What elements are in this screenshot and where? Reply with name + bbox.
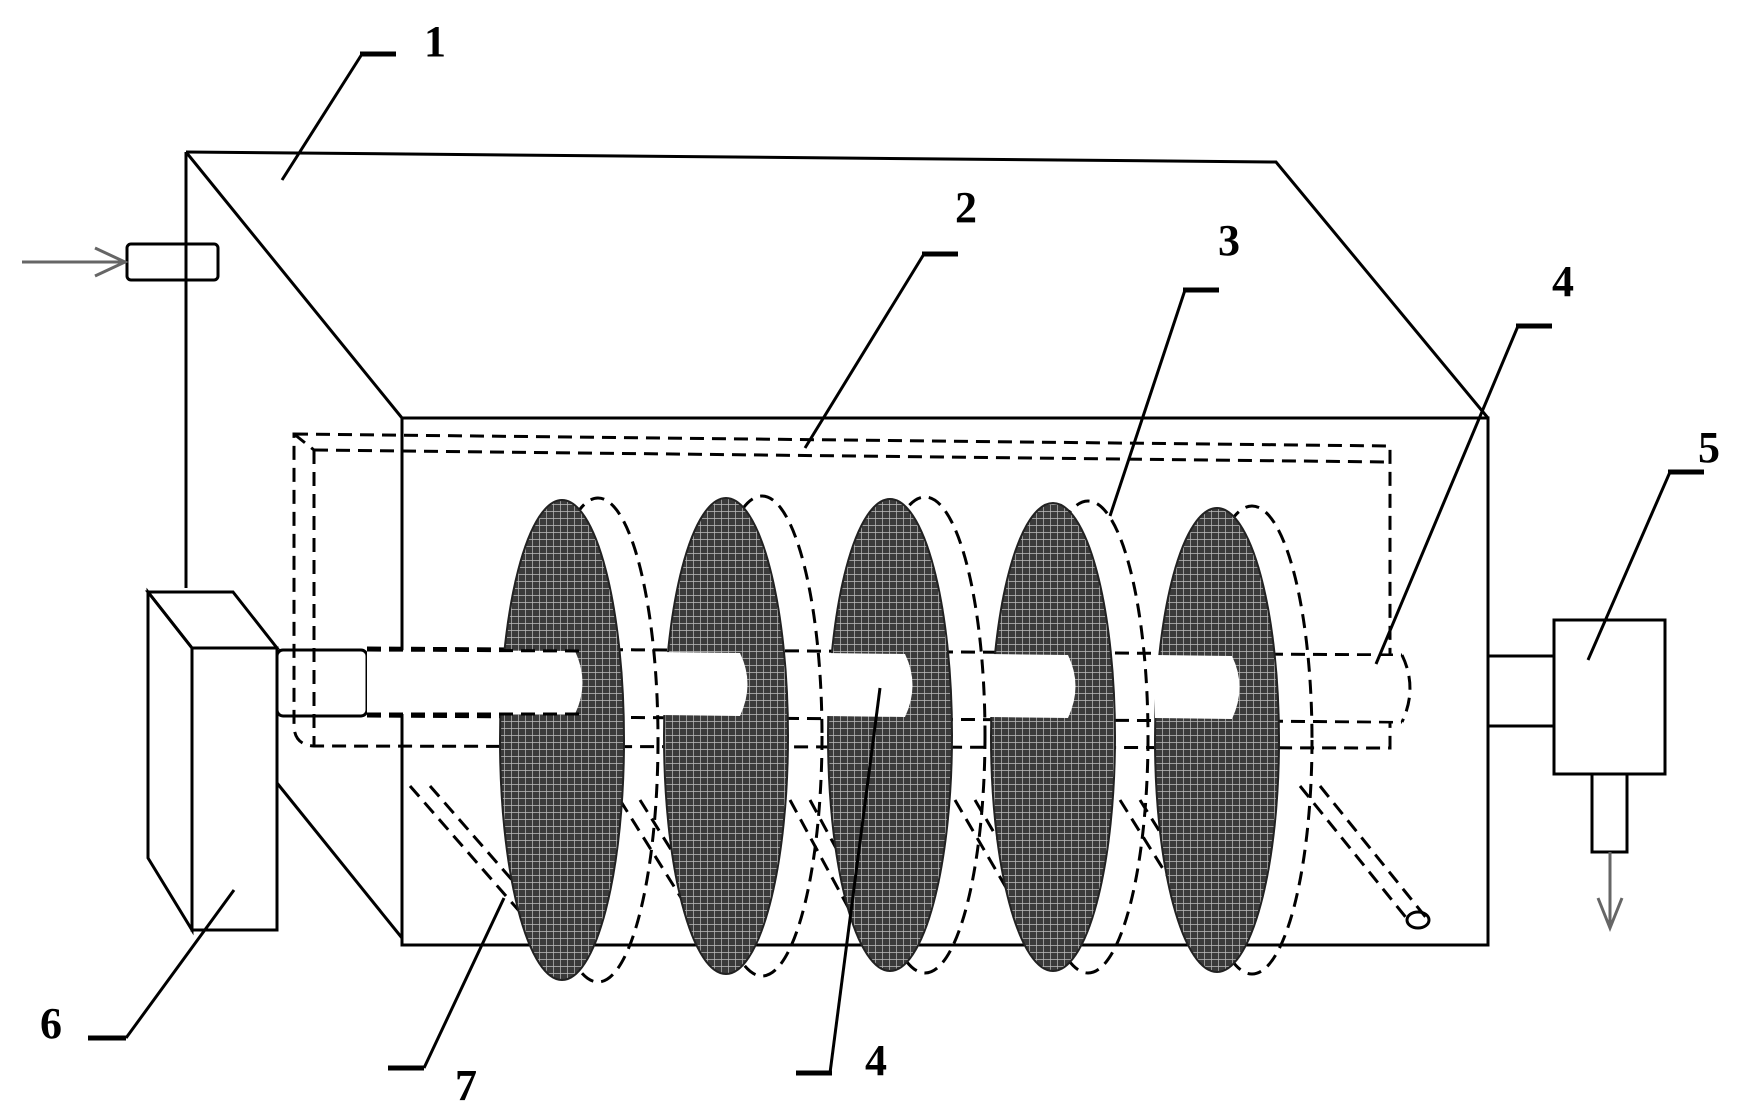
pipe [1298,785,1431,930]
label-4-bottom: 4 [865,1036,887,1085]
housing-left-top-edge [184,151,404,419]
label-4-top: 4 [1552,257,1574,306]
inlet [22,152,220,588]
leader-3 [1108,289,1187,517]
label-7: 7 [455,1061,477,1109]
label-5: 5 [1698,423,1720,472]
cover-outline [292,432,1392,750]
shaft-end [1400,654,1412,723]
drive-unit [144,587,369,936]
disc [499,496,660,984]
disc [990,499,1150,975]
disc [1154,504,1314,976]
outlet-box [1552,618,1667,776]
outlet-unit [1486,618,1667,933]
cover-inner-edge [313,448,1389,464]
outlet-arrow-icon [1596,897,1624,933]
housing-top-face [185,150,1490,419]
leader-7 [422,897,506,1069]
cover [292,432,1392,750]
discs [499,494,1314,984]
housing-left-bottom-edge [275,782,404,939]
label-6: 6 [40,999,62,1048]
labels: 1 2 3 4 5 6 7 4 [40,17,1720,1109]
drive-coupling [275,648,369,718]
drive-unit-side [146,587,194,936]
leader-4-bottom [828,687,882,1074]
leader-6 [124,889,236,1039]
label-2: 2 [955,183,977,232]
outlet-spout [1590,772,1629,854]
outlet-connector [1486,654,1556,728]
disc [663,494,824,978]
label-1: 1 [424,17,446,66]
leader-lines [88,51,1704,1076]
drive-unit-front [190,646,279,932]
leader-2 [803,253,926,449]
leader-5 [1586,471,1672,661]
label-3: 3 [1218,216,1240,265]
leader-1 [280,53,364,181]
cover-corner-edge [293,432,315,452]
leader-4-top [1374,325,1520,665]
inlet-arrow-icon [94,246,129,278]
inlet-valve [125,242,220,282]
shaft-hubs [366,648,1407,721]
drive-unit-top [144,590,281,650]
